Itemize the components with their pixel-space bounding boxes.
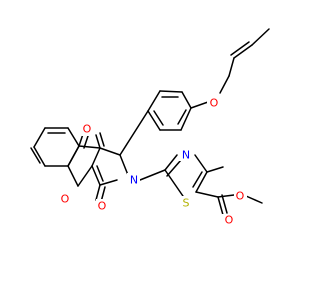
ether-oxygen-label: O (210, 97, 219, 110)
imide-oxygen-label: O (98, 200, 107, 213)
n-thiazole-bond (139, 169, 166, 181)
methyl-bond (206, 166, 224, 173)
pyranone-ring (67, 145, 101, 187)
thiazole-sulfur-label: S (183, 197, 190, 210)
lactam-nitrogen-label: N (130, 174, 138, 187)
ester-alkoxy-oxygen-label: O (236, 190, 245, 203)
thiazole-ring (164, 154, 208, 200)
phenyl-ring (147, 90, 192, 131)
lactam-ring (91, 147, 129, 186)
ester-group (195, 191, 263, 216)
molecule-structure: O O O O N N S O O (30, 28, 270, 227)
thiazole-nitrogen-label: N (182, 149, 190, 162)
ketone-oxygen-label: O (83, 123, 92, 136)
chromone-oxygen-label: O (61, 193, 70, 206)
atom-labels: O O O O N N S O O (58, 96, 247, 227)
phenyl-link-bond (119, 110, 149, 156)
ester-carbonyl-oxygen-label: O (225, 214, 234, 227)
benzo-ring (30, 127, 80, 167)
allyl-group (228, 28, 270, 77)
ether-linkage (190, 75, 230, 109)
structure-canvas: O O O O N N S O O (30, 28, 270, 227)
ketone-carbonyl (95, 132, 105, 149)
